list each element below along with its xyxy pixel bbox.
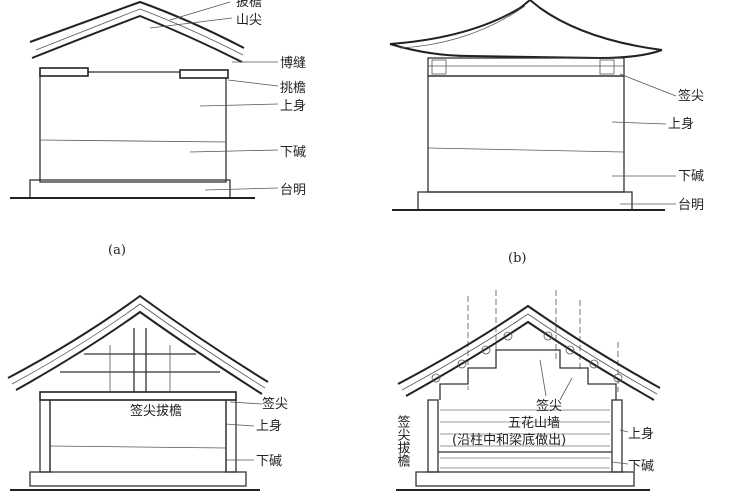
label-d-gable-note: (沿柱中和梁底做出) bbox=[452, 432, 566, 448]
label-c-eave-tip: 签尖 bbox=[262, 396, 288, 412]
panel-c: 签尖 签尖拔檐 上身 下碱 bbox=[7, 294, 288, 491]
label-c-upper-body: 上身 bbox=[256, 418, 282, 434]
panel-a: 披檐 山尖 博缝 挑檐 上身 下碱 台明 (a) bbox=[10, 0, 306, 258]
label-d-upper-body: 上身 bbox=[628, 426, 654, 442]
label-d-gable-wall: 五花山墙 bbox=[508, 415, 560, 431]
label-a-seam: 博缝 bbox=[280, 56, 306, 71]
label-b-eave-tip: 签尖 bbox=[678, 88, 704, 104]
label-c-inner-note: 签尖拔檐 bbox=[130, 403, 182, 419]
label-c-lower-skirt: 下碱 bbox=[256, 454, 282, 469]
label-a-gable-peak: 山尖 bbox=[236, 13, 262, 28]
label-b-upper-body: 上身 bbox=[668, 116, 694, 132]
label-a-eave: 挑檐 bbox=[280, 81, 306, 96]
label-d-eave-tip: 签尖 bbox=[536, 398, 562, 414]
label-b-platform: 台明 bbox=[678, 198, 704, 213]
label-d-lower-skirt: 下碱 bbox=[628, 459, 654, 474]
label-a-upper-body: 上身 bbox=[280, 98, 306, 114]
panel-b: 签尖 上身 下碱 台明 (b) bbox=[389, 0, 704, 266]
label-a-ridge: 披檐 bbox=[236, 0, 262, 10]
caption-b: (b) bbox=[508, 251, 526, 266]
wall-hatching bbox=[440, 409, 610, 469]
caption-a: (a) bbox=[108, 243, 126, 258]
panel-d: 签尖 五花山墙 (沿柱中和梁底做出) 上身 下碱 签尖拔檐 bbox=[395, 290, 661, 491]
label-b-lower-skirt: 下碱 bbox=[678, 169, 704, 184]
label-a-lower-skirt: 下碱 bbox=[280, 145, 306, 160]
label-a-platform: 台明 bbox=[280, 183, 306, 198]
label-d-left-note: 签尖拔檐 bbox=[395, 414, 411, 467]
